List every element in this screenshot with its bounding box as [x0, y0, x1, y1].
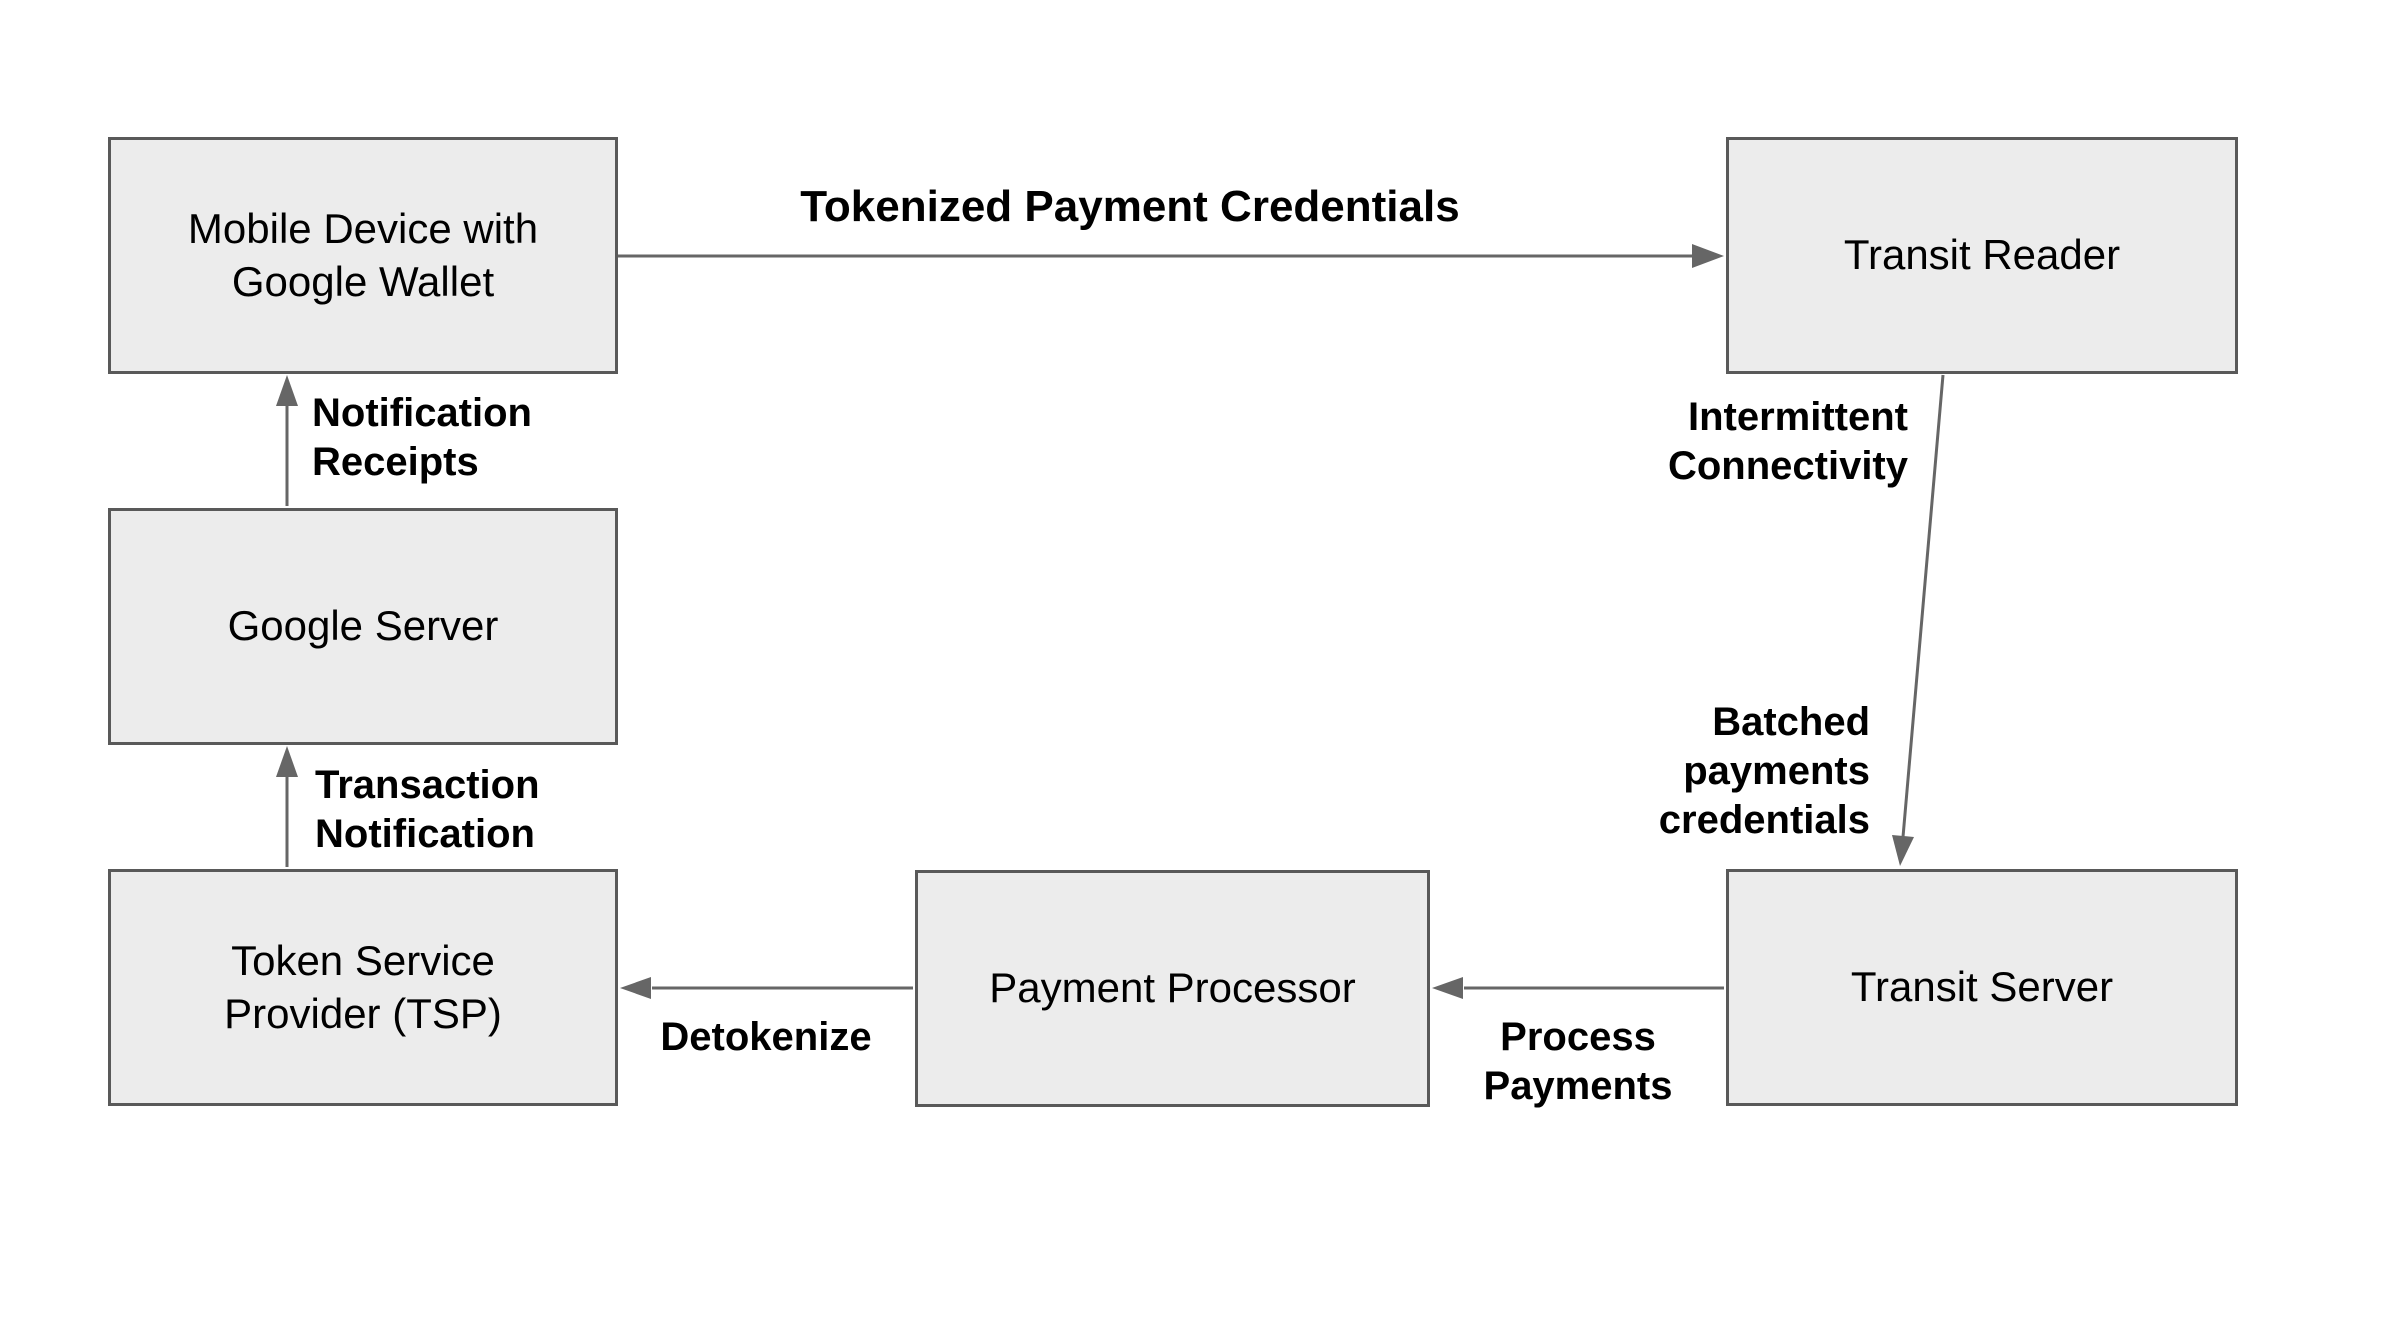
- edge-label-transaction-notification: Transaction Notification: [315, 763, 540, 856]
- node-token-service-provider: Token Service Provider (TSP): [108, 869, 618, 1106]
- arrow-transaction-notification: [276, 746, 298, 867]
- edge-label-batched-payments-credentials: Batched payments credentials: [1658, 700, 1870, 842]
- edge-label-intermittent-connectivity: Intermittent Connectivity: [1667, 395, 1908, 488]
- arrow-detokenize: [620, 977, 913, 999]
- arrowhead-up-icon: [276, 746, 298, 777]
- node-transit-reader: Transit Reader: [1726, 137, 2238, 374]
- node-label: Google Server: [227, 602, 499, 650]
- node-label: Transit Reader: [1843, 231, 2121, 279]
- arrowhead-left-icon: [1432, 977, 1463, 999]
- edge-label-process-payments: Process Payments: [1483, 1015, 1673, 1108]
- node-label: Mobile Device with Google Wallet: [187, 205, 539, 305]
- arrowhead-left-icon: [620, 977, 651, 999]
- edge-label-notification-receipts: Notification Receipts: [312, 391, 532, 484]
- node-mobile-device: Mobile Device with Google Wallet: [108, 137, 618, 374]
- node-google-server: Google Server: [108, 508, 618, 745]
- arrowhead-right-icon: [1692, 244, 1724, 268]
- arrow-notification-receipts: [276, 375, 298, 506]
- arrowhead-up-icon: [276, 375, 298, 406]
- edge-label-detokenize: Detokenize: [660, 1015, 872, 1059]
- arrow-process-payments: [1432, 977, 1724, 999]
- arrow-tokenized-payment-credentials: [618, 244, 1724, 268]
- arrowhead-down-icon: [1892, 835, 1914, 866]
- node-label: Payment Processor: [989, 964, 1356, 1012]
- node-payment-processor: Payment Processor: [915, 870, 1430, 1107]
- node-transit-server: Transit Server: [1726, 869, 2238, 1106]
- node-label: Token Service Provider (TSP): [224, 937, 502, 1037]
- edge-label-tokenized-payment-credentials: Tokenized Payment Credentials: [800, 182, 1460, 231]
- node-label: Transit Server: [1850, 963, 2114, 1011]
